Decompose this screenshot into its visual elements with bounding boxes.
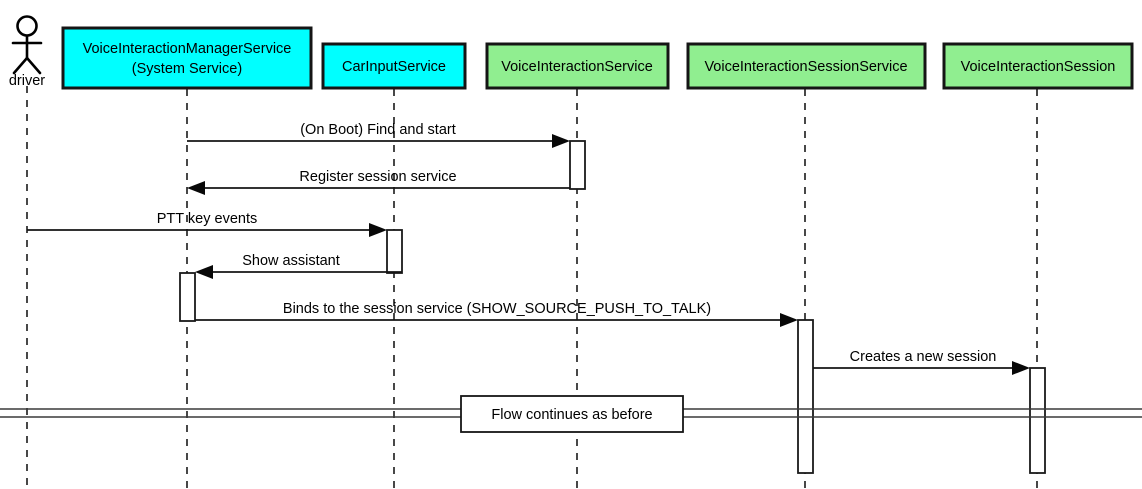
message-creates-a-new-session[interactable]: Creates a new session bbox=[813, 349, 1030, 375]
message-ptt-key-events-label: PTT key events bbox=[157, 211, 257, 227]
actor-driver: driver bbox=[9, 15, 45, 89]
activation-voice-interaction-session bbox=[1029, 367, 1046, 474]
message-ptt-key-events[interactable]: PTT key events bbox=[27, 211, 387, 237]
participant-voice-interaction-session-label: VoiceInteractionSession bbox=[961, 59, 1116, 75]
activation-vims bbox=[179, 272, 196, 322]
participant-vims[interactable]: VoiceInteractionManagerService (System S… bbox=[61, 26, 313, 90]
flow-continues-divider: Flow continues as before bbox=[0, 395, 1142, 433]
activation-voice-interaction-session-service bbox=[797, 319, 814, 474]
participant-car-input-service-box[interactable] bbox=[321, 42, 467, 90]
actor-driver-label: driver bbox=[9, 73, 45, 89]
divider-label-text: Flow continues as before bbox=[491, 407, 652, 423]
message-on-boot-find-and-start[interactable]: (On Boot) Find and start bbox=[187, 122, 570, 148]
message-register-session-service-label: Register session service bbox=[299, 169, 456, 185]
message-creates-a-new-session-label: Creates a new session bbox=[850, 349, 997, 365]
message-ptt-key-events-arrowhead bbox=[369, 223, 387, 237]
participant-vims-box[interactable] bbox=[61, 26, 313, 90]
message-show-assistant-arrowhead bbox=[195, 265, 213, 279]
message-creates-a-new-session-arrowhead bbox=[1012, 361, 1030, 375]
message-on-boot-find-and-start-label: (On Boot) Find and start bbox=[300, 122, 456, 138]
stick-figure-actor-icon bbox=[11, 15, 43, 75]
participant-vims-label-line-1: VoiceInteractionManagerService bbox=[83, 41, 292, 57]
message-show-assistant[interactable]: Show assistant bbox=[195, 253, 402, 279]
message-binds-to-session-service-arrowhead bbox=[780, 313, 798, 327]
participant-voice-interaction-session[interactable]: VoiceInteractionSession bbox=[942, 42, 1134, 90]
participant-voice-interaction-session-box[interactable] bbox=[942, 42, 1134, 90]
participant-voice-interaction-session-service-box[interactable] bbox=[686, 42, 927, 90]
activations-group bbox=[179, 140, 1046, 474]
activation-voice-interaction-service bbox=[569, 140, 586, 190]
participant-vims-label-line-2: (System Service) bbox=[132, 61, 242, 77]
activation-car-input-service bbox=[386, 229, 403, 274]
message-binds-to-session-service-label: Binds to the session service (SHOW_SOURC… bbox=[283, 301, 711, 317]
message-register-session-service-arrowhead bbox=[187, 181, 205, 195]
participant-car-input-service[interactable]: CarInputService bbox=[321, 42, 467, 90]
message-register-session-service[interactable]: Register session service bbox=[187, 169, 570, 195]
participant-voice-interaction-session-service[interactable]: VoiceInteractionSessionService bbox=[686, 42, 927, 90]
message-on-boot-find-and-start-arrowhead bbox=[552, 134, 570, 148]
participant-car-input-service-label: CarInputService bbox=[342, 59, 446, 75]
participant-voice-interaction-service-label: VoiceInteractionService bbox=[501, 59, 653, 75]
message-show-assistant-label: Show assistant bbox=[242, 253, 340, 269]
divider-label-box bbox=[460, 395, 684, 433]
participant-voice-interaction-service-box[interactable] bbox=[485, 42, 670, 90]
participant-voice-interaction-service[interactable]: VoiceInteractionService bbox=[485, 42, 670, 90]
message-binds-to-session-service[interactable]: Binds to the session service (SHOW_SOURC… bbox=[195, 301, 798, 327]
participant-voice-interaction-session-service-label: VoiceInteractionSessionService bbox=[704, 59, 907, 75]
